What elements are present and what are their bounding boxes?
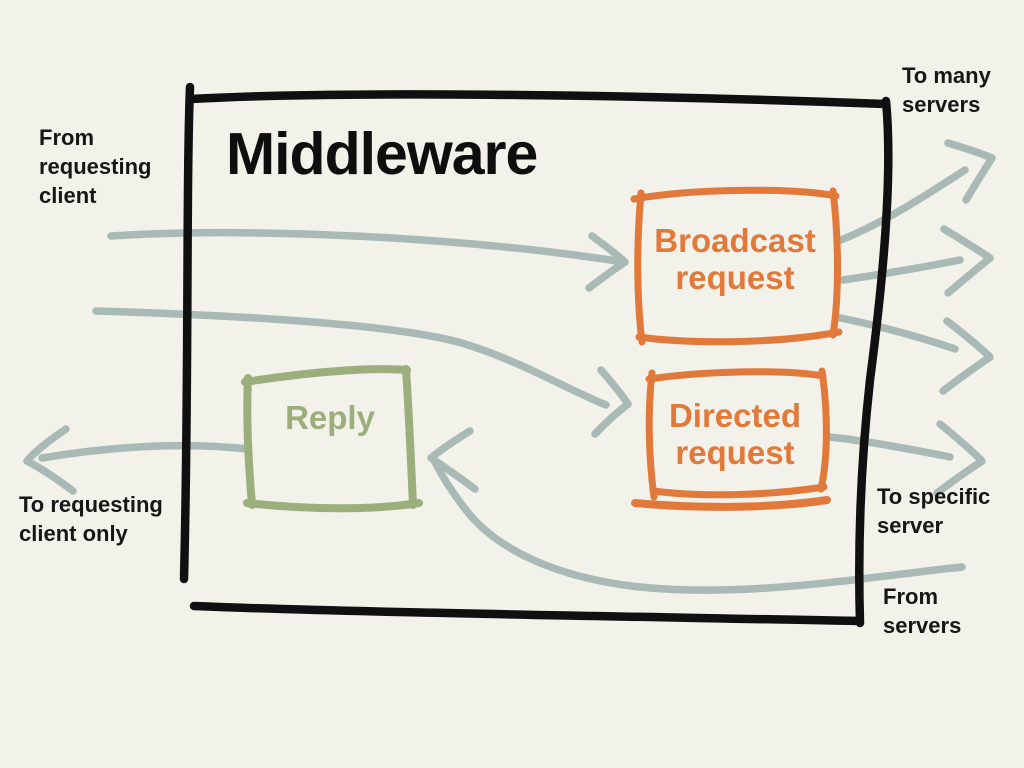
broadcast-request-box [630,186,843,346]
label-to-specific-server: To specific server [877,482,990,540]
arrow-servers-to-reply-icon [427,427,966,594]
label-from-servers: From servers [883,582,961,640]
directed-request-label-line2: request [675,434,795,471]
label-line: requesting [39,154,152,179]
reply-box [241,365,423,513]
broadcast-request-label-line2: request [675,259,795,296]
arrow-directed-to-specific-server-icon [826,420,986,497]
label-line: To many [902,63,991,88]
label-line: From [883,584,938,609]
arrows-layer [23,139,996,594]
middleware-border-bottom [189,601,863,626]
label-line: servers [883,613,962,638]
arrow-reply-to-client-icon [23,425,252,495]
arrow-broadcast-to-servers-2-icon [839,225,994,297]
middleware-title: Middleware [226,121,538,187]
label-to-many-servers: To many servers [902,61,991,119]
arrow-broadcast-to-servers-3-icon [832,313,994,395]
label-from-requesting-client: From requesting client [39,123,151,210]
label-line: To specific [877,484,991,509]
middleware-border-right [855,96,893,628]
label-line: client only [19,521,128,546]
label-line: To requesting [19,492,163,517]
reply-label-line1: Reply [285,398,375,436]
directed-request-label-line1: Directed [668,397,802,434]
middleware-border [179,82,893,628]
arrow-client-to-directed-icon [92,307,632,438]
reply-label: Reply [244,368,416,512]
label-line: client [39,183,97,208]
broadcast-request-label: Broadcast request [632,191,838,341]
arrow-client-to-broadcast-icon [107,228,629,292]
label-line: servers [902,92,981,117]
arrow-broadcast-to-servers-1-icon [837,139,996,244]
middleware-border-top [186,90,890,109]
label-line: server [877,513,944,538]
directed-request-label: Directed request [646,371,824,497]
label-to-requesting-client-only: To requesting client only [19,490,163,548]
label-line: From [39,125,94,150]
middleware-border-left [179,82,195,584]
directed-request-box [631,367,831,511]
broadcast-request-label-line1: Broadcast [654,222,816,259]
